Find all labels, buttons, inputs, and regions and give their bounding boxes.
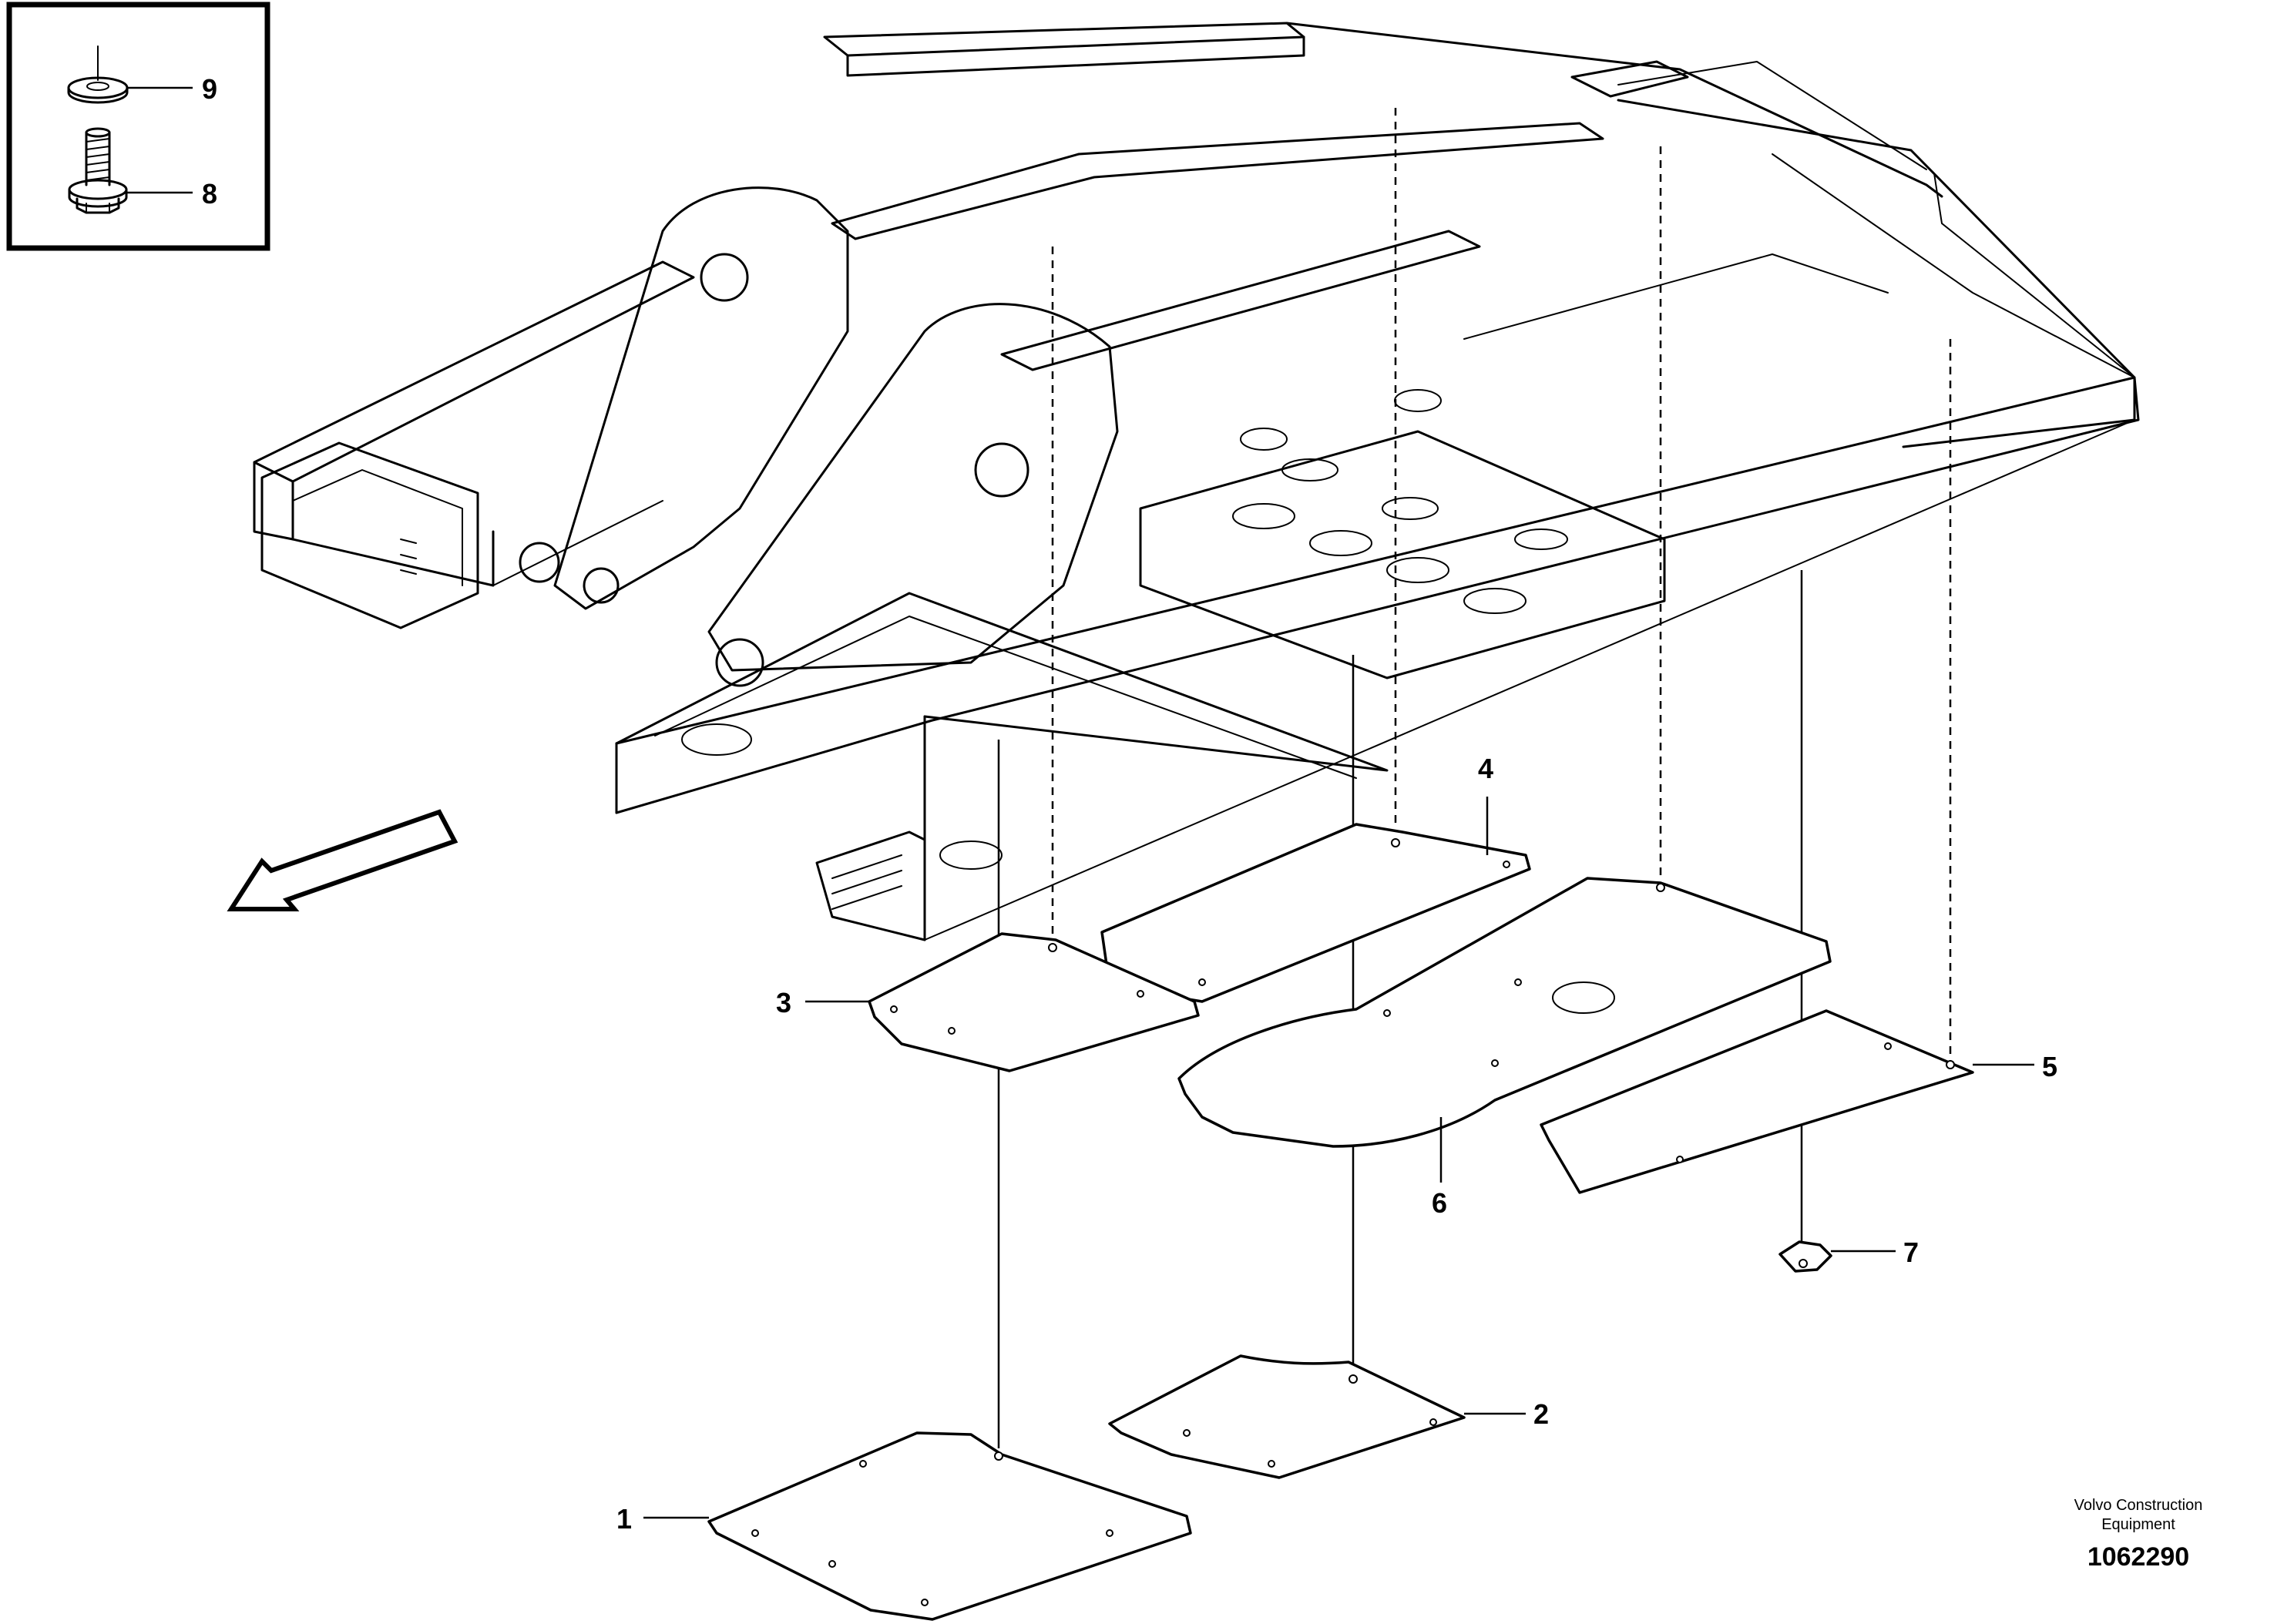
cover-plate-3 [868,932,1200,1072]
callout-1: 1 [616,1503,632,1535]
forward-direction-arrow-icon [227,809,458,911]
fastener-inset: 9 8 [6,2,270,251]
cover-plate-1 [707,1431,1192,1621]
callout-9: 9 [202,73,217,105]
callout-5: 5 [2042,1051,2057,1082]
image-number: 1062290 [2087,1542,2189,1572]
flange-bolt-icon [68,127,128,214]
brand-line-1: Volvo Construction [2074,1497,2203,1514]
callout-leaders [643,797,2034,1519]
washer-icon [67,45,129,104]
callout-2: 2 [1533,1398,1549,1430]
callout-6: 6 [1432,1187,1447,1219]
upper-frame-assembly [253,22,2140,941]
brand-line-2: Equipment [2101,1516,2175,1533]
callout-4: 4 [1478,753,1493,784]
callout-3: 3 [776,987,791,1018]
callout-7: 7 [1903,1236,1919,1268]
cover-plate-5 [1540,1009,1974,1194]
cover-plate-6 [1177,877,1832,1148]
callout-8: 8 [202,178,217,210]
cover-plate-7 [1778,1240,1832,1273]
cover-plate-2 [1108,1354,1466,1479]
